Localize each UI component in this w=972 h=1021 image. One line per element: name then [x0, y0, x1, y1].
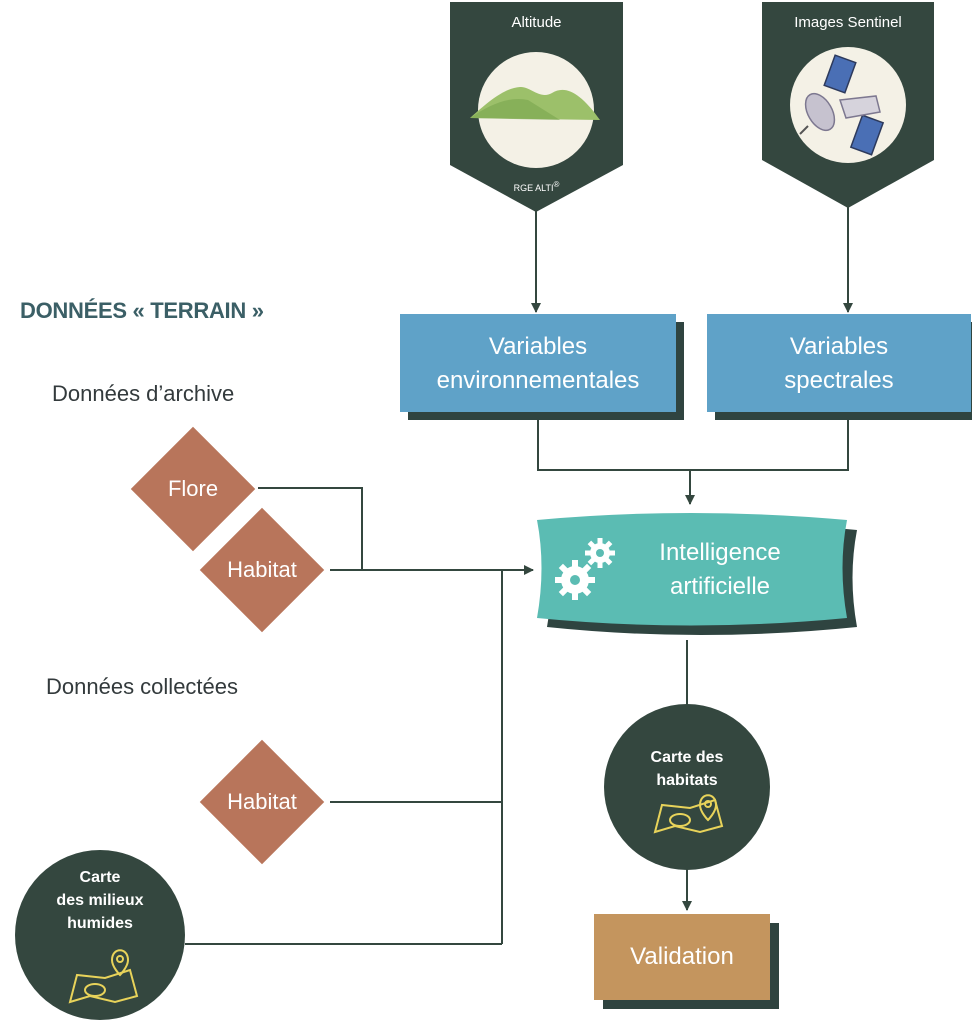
ai-label: Intelligence artificielle	[610, 536, 830, 604]
collected-habitat-diamond	[199, 739, 325, 865]
altitude-source-badge	[450, 2, 623, 212]
collected-habitat-label: Habitat	[227, 789, 297, 814]
wetland-map-label: Carte des milieux humides	[15, 866, 185, 935]
wetland-map-line2: des milieux	[56, 892, 144, 909]
habitat-map-icon	[653, 794, 724, 834]
spectral-variables-line1: Variables	[789, 333, 889, 360]
validation-box	[594, 914, 779, 1009]
wetland-map-line1: Carte	[79, 869, 121, 886]
spectral-variables-label: Variables spectrales	[707, 330, 971, 398]
wetland-map-circle	[15, 850, 185, 1020]
ai-line1: Intelligence	[659, 539, 781, 566]
spectral-variables-box	[707, 314, 972, 420]
flore-diamond	[130, 426, 256, 552]
validation-label: Validation	[630, 943, 734, 970]
sentinel-source-badge	[762, 2, 934, 208]
registered-mark: ®	[553, 180, 560, 189]
wetland-map-icon	[68, 949, 139, 1004]
env-variables-line2: environnementales	[436, 367, 640, 394]
mountain-icon	[470, 86, 600, 120]
ai-shape	[537, 513, 857, 635]
connector-flore	[258, 487, 363, 570]
ai-line2: artificielle	[669, 573, 771, 600]
spectral-variables-line2: spectrales	[784, 367, 894, 394]
satellite-icon	[799, 54, 885, 156]
habitat-map-circle	[604, 704, 770, 870]
connector-variables-merge	[537, 420, 849, 471]
wetland-map-line3: humides	[67, 915, 133, 932]
archive-habitat-diamond	[199, 507, 325, 633]
altitude-caption: RGE ALTI®	[513, 180, 560, 193]
env-variables-box	[400, 314, 684, 420]
altitude-title: Altitude	[511, 14, 562, 31]
collected-data-label: Données collectées	[46, 674, 239, 699]
habitat-map-line2: habitats	[656, 772, 718, 789]
archive-habitat-label: Habitat	[227, 557, 297, 582]
heading-terrain: DONNÉES « TERRAIN »	[20, 298, 264, 323]
habitat-map-line1: Carte des	[650, 749, 724, 766]
habitat-map-label: Carte des habitats	[604, 746, 770, 792]
flore-label: Flore	[167, 476, 219, 501]
env-variables-line1: Variables	[488, 333, 588, 360]
gears-icon	[555, 538, 615, 600]
env-variables-label: Variables environnementales	[400, 330, 676, 398]
sentinel-title: Images Sentinel	[794, 14, 902, 31]
archive-data-label: Données d’archive	[52, 381, 235, 406]
